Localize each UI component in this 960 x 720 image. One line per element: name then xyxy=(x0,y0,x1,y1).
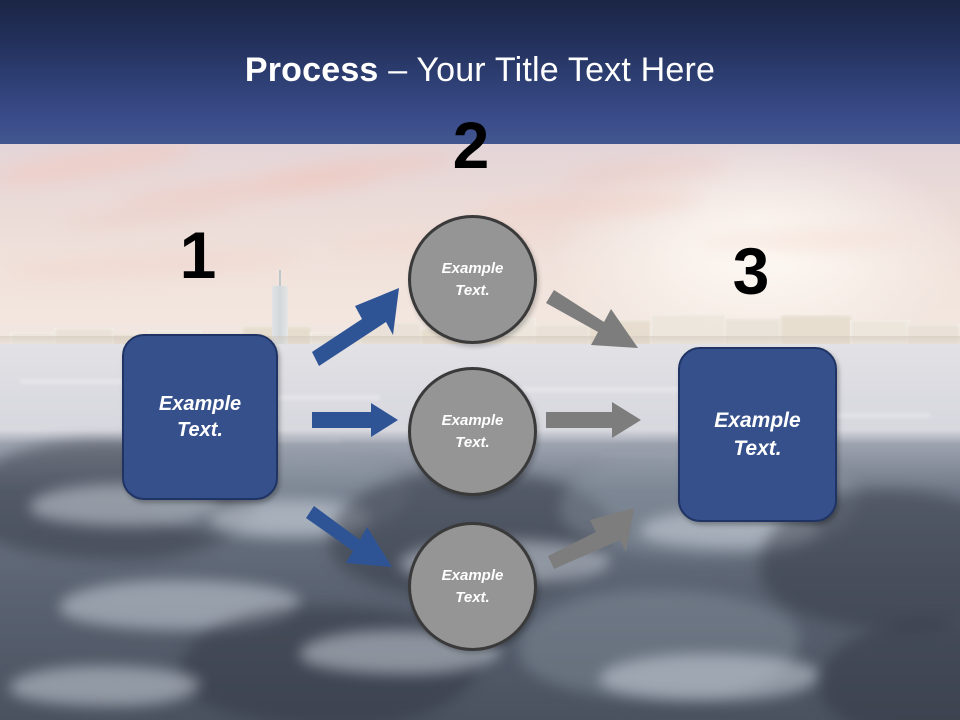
arrow-start-to-bottom[interactable] xyxy=(306,506,392,567)
process-circle-top-line1: Example xyxy=(441,259,504,277)
process-start-box-line1: Example xyxy=(158,392,242,415)
process-circle-middle-line1: Example xyxy=(441,411,504,429)
process-circle-top[interactable]: Example Text. xyxy=(408,215,537,344)
step-number-2: 2 xyxy=(452,108,490,182)
process-end-box-line1: Example xyxy=(714,408,801,432)
arrow-top-to-end[interactable] xyxy=(546,290,638,348)
process-circle-top-label: Example Text. xyxy=(442,258,504,302)
title-bar: Process – Your Title Text Here xyxy=(0,0,960,144)
page-title: Process – Your Title Text Here xyxy=(0,50,960,90)
process-circle-bottom-line1: Example xyxy=(441,566,504,584)
step-number-3: 3 xyxy=(732,234,770,308)
arrow-middle-to-end[interactable] xyxy=(546,402,641,438)
arrow-start-to-top[interactable] xyxy=(312,288,399,366)
arrow-start-to-middle[interactable] xyxy=(312,403,398,437)
process-start-box-label: Example Text. xyxy=(159,391,241,444)
process-circle-middle-label: Example Text. xyxy=(442,410,504,454)
process-circle-middle[interactable]: Example Text. xyxy=(408,367,537,496)
step-number-1: 1 xyxy=(179,218,217,292)
process-circle-bottom-label: Example Text. xyxy=(442,565,504,609)
process-circle-bottom-line2: Text. xyxy=(455,588,490,606)
process-end-box[interactable]: Example Text. xyxy=(678,347,837,522)
process-circle-bottom[interactable]: Example Text. xyxy=(408,522,537,651)
page-title-rest: – Your Title Text Here xyxy=(378,51,716,89)
process-start-box-line2: Text. xyxy=(177,419,223,441)
process-end-box-line2: Text. xyxy=(733,436,782,460)
process-start-box[interactable]: Example Text. xyxy=(122,334,278,500)
arrow-bottom-to-end[interactable] xyxy=(548,508,634,569)
page-title-strong: Process xyxy=(244,51,379,89)
process-circle-middle-line2: Text. xyxy=(455,433,490,451)
process-end-box-label: Example Text. xyxy=(714,407,800,462)
process-circle-top-line2: Text. xyxy=(455,281,490,299)
